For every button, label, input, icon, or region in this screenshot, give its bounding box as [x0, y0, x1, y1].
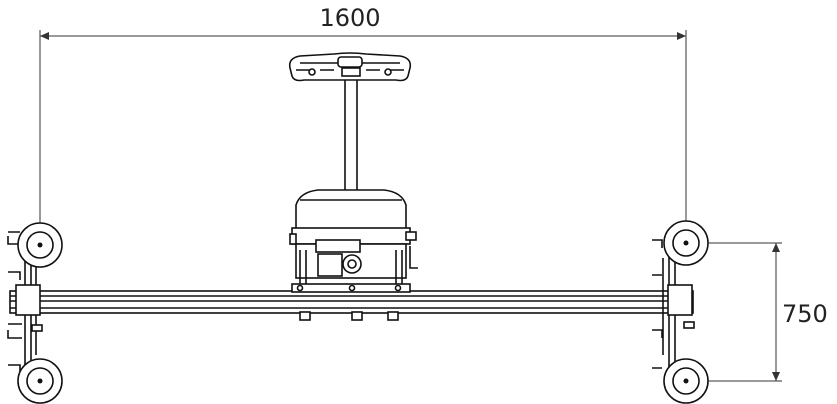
left-frame: [7, 231, 43, 373]
center-housing: [289, 189, 418, 293]
wheel-top-right: [663, 220, 709, 266]
width-dimension-label: 1600: [319, 4, 380, 32]
wheel-bottom-right: [663, 358, 709, 404]
width-dimension: 1600: [39, 4, 687, 232]
height-dimension: 750: [700, 242, 828, 382]
top-handle: [288, 52, 412, 82]
right-frame: [652, 239, 695, 370]
wheel-top-left: [17, 222, 63, 268]
wheel-bottom-left: [17, 358, 63, 404]
height-dimension-label: 750: [782, 300, 828, 328]
center-mast: [344, 67, 358, 193]
main-beam: [9, 290, 694, 321]
